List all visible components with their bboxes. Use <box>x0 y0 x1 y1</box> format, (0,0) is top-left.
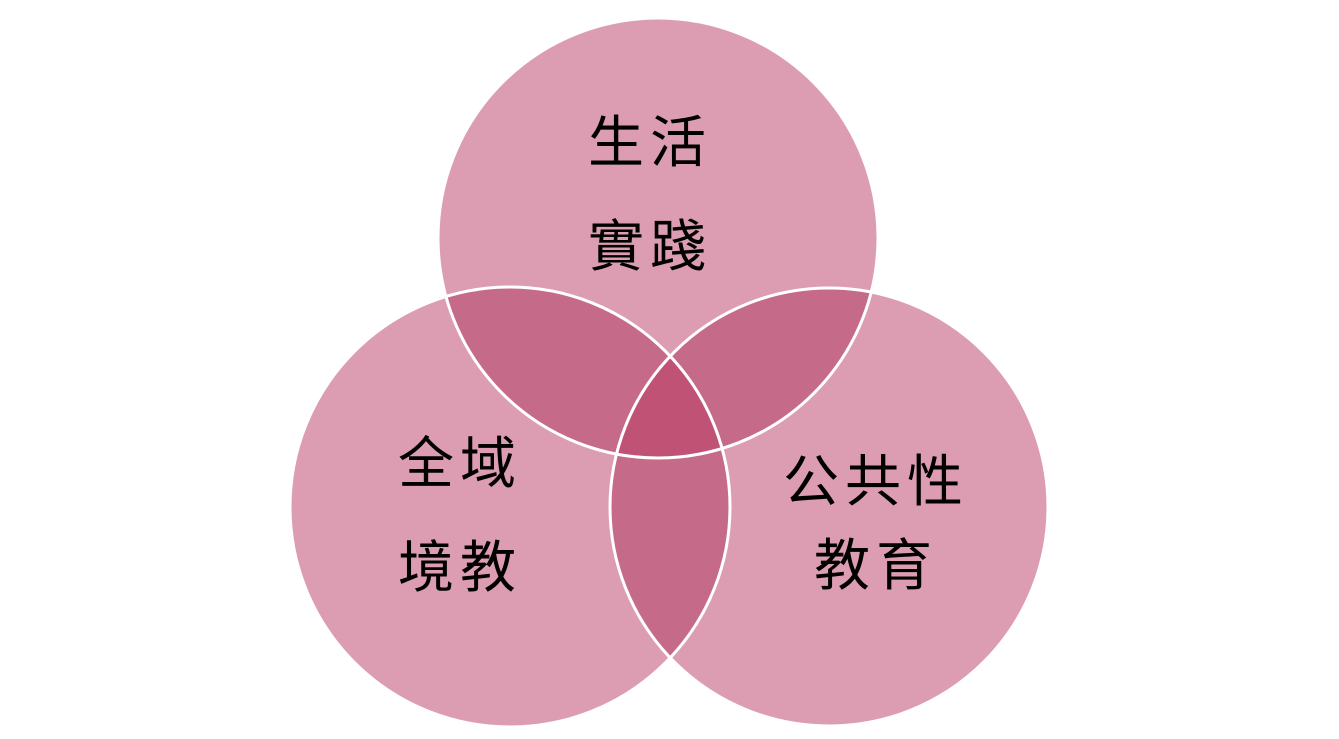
label-left-line-1: 全域 <box>398 432 522 497</box>
label-left: 全域 境教 <box>398 437 522 645</box>
label-left-line-2: 境教 <box>398 536 522 601</box>
label-right-line-1: 公共性 <box>783 450 969 515</box>
label-top-line-1: 生活 <box>588 111 712 176</box>
overlap-top-right <box>610 288 878 458</box>
circle-left-border <box>288 285 732 729</box>
circle-top-border <box>436 16 880 460</box>
label-top: 生活 實踐 <box>588 116 712 324</box>
label-right: 公共性 教育 <box>776 455 976 643</box>
label-right-line-2: 教育 <box>814 534 938 599</box>
overlap-top-left <box>438 287 730 458</box>
label-top-line-2: 實踐 <box>588 215 712 280</box>
circle-right-border <box>608 286 1050 728</box>
